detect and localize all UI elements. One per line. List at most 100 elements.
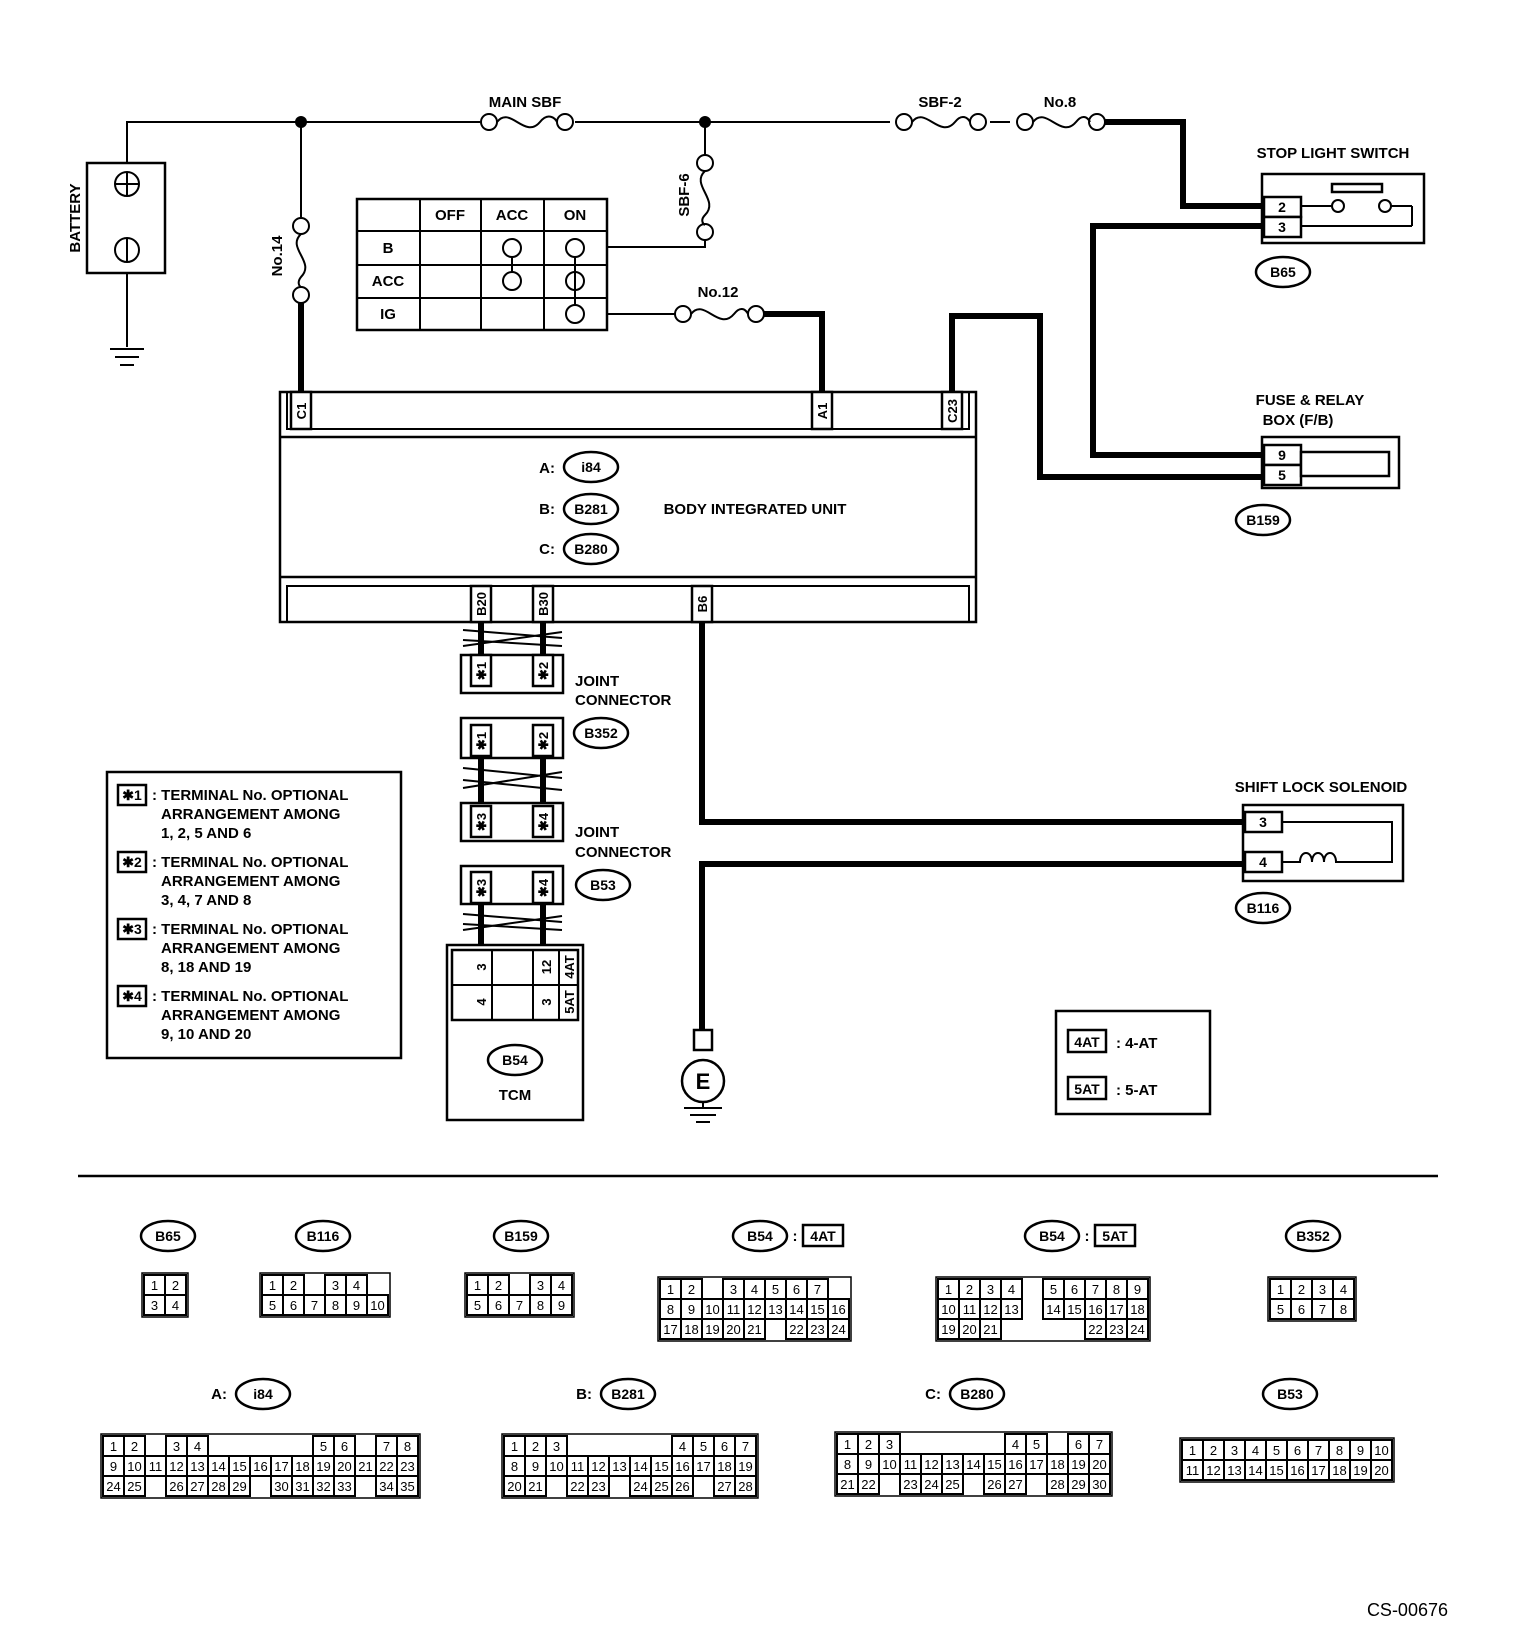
legend-line: : TERMINAL No. OPTIONAL — [152, 787, 348, 804]
pin-number: 27 — [1008, 1477, 1022, 1492]
pin-number: 2 — [172, 1278, 179, 1293]
fuse-relay-title-2: BOX (F/B) — [1263, 412, 1334, 429]
pin-number: 4 — [194, 1439, 201, 1454]
no12-label: No.12 — [698, 284, 739, 301]
pin-number: 19 — [941, 1322, 955, 1337]
pin-b20: B20 — [474, 592, 489, 616]
pin-number: 1 — [667, 1282, 674, 1297]
tcm-tag-5at: 5AT — [562, 990, 577, 1014]
pin-number: 2 — [865, 1437, 872, 1452]
pin-number: 21 — [358, 1459, 372, 1474]
fuse-relay-pin-9: 9 — [1278, 447, 1286, 463]
legend-line: : TERMINAL No. OPTIONAL — [152, 921, 348, 938]
legend-key: ✱1 — [122, 787, 142, 803]
pin-number: 5 — [772, 1282, 779, 1297]
solenoid-pin-3: 3 — [1259, 814, 1267, 830]
pin-number: 8 — [332, 1298, 339, 1313]
connector-view-label: B54 — [1039, 1228, 1065, 1244]
pin-number: 7 — [1092, 1282, 1099, 1297]
body-integrated-unit: C1 A1 C23 B20 B30 B6 A: i84 B: B281 C: B… — [278, 390, 978, 624]
at-legend-key-4at: 4AT — [1074, 1034, 1100, 1050]
ign-row-b: B — [383, 240, 394, 257]
pin-number: 13 — [190, 1459, 204, 1474]
pin-number: 3 — [1319, 1282, 1326, 1297]
connector-view-prefix: C: — [925, 1386, 941, 1403]
legend-line: 1, 2, 5 AND 6 — [161, 825, 251, 842]
wire-stoplight-fb — [1090, 223, 1264, 458]
pin-number: 11 — [727, 1302, 741, 1317]
pin-number: 26 — [169, 1479, 183, 1494]
pin-number: 15 — [654, 1459, 668, 1474]
pin-number: 10 — [705, 1302, 719, 1317]
no14-fuse: No.14 — [269, 122, 310, 392]
pin-number: 1 — [269, 1278, 276, 1293]
b53-pin-4-bot: ✱4 — [536, 878, 551, 897]
pin-number: 20 — [1374, 1463, 1388, 1478]
connector-view-label: B281 — [611, 1386, 645, 1402]
connector-view-label: B159 — [504, 1228, 538, 1244]
pin-number: 14 — [789, 1302, 803, 1317]
pin-number: 4 — [1340, 1282, 1347, 1297]
pin-number: 15 — [1269, 1463, 1283, 1478]
b352-pin-2-bot: ✱2 — [536, 732, 551, 750]
pin-number: 20 — [962, 1322, 976, 1337]
pin-number: 16 — [253, 1459, 267, 1474]
pin-number: 10 — [370, 1298, 384, 1313]
pin-a1: A1 — [815, 403, 830, 420]
pin-number: 13 — [945, 1457, 959, 1472]
pin-number: 19 — [738, 1459, 752, 1474]
pin-number: 6 — [1298, 1302, 1305, 1317]
pin-number: 18 — [1332, 1463, 1346, 1478]
b352-pin-1-bot: ✱1 — [474, 732, 489, 750]
pin-number: 18 — [1050, 1457, 1064, 1472]
pin-number: 8 — [537, 1298, 544, 1313]
pin-number: 6 — [290, 1298, 297, 1313]
pin-number: 3 — [332, 1278, 339, 1293]
pin-number: 4 — [353, 1278, 360, 1293]
pin-number: 9 — [865, 1457, 872, 1472]
pin-number: 15 — [810, 1302, 824, 1317]
pin-b6: B6 — [695, 596, 710, 613]
solenoid-pin-4: 4 — [1259, 854, 1267, 870]
pin-number: 2 — [532, 1439, 539, 1454]
joint2-code: B53 — [590, 877, 616, 893]
pin-number: 3 — [1231, 1443, 1238, 1458]
connector-view-tag: 4AT — [810, 1228, 836, 1244]
pin-number: 10 — [127, 1459, 141, 1474]
pin-number: 12 — [1206, 1463, 1220, 1478]
pin-number: 20 — [507, 1479, 521, 1494]
pin-number: 29 — [1071, 1477, 1085, 1492]
pin-number: 12 — [924, 1457, 938, 1472]
legend-line: : TERMINAL No. OPTIONAL — [152, 988, 348, 1005]
joint2-line2: CONNECTOR — [575, 844, 672, 861]
pin-number: 27 — [717, 1479, 731, 1494]
pin-number: 9 — [110, 1459, 117, 1474]
pin-b30: B30 — [536, 592, 551, 616]
twisted-wires — [462, 622, 563, 944]
tcm-pin-3b: 3 — [539, 998, 554, 1005]
pin-number: 22 — [1088, 1322, 1102, 1337]
no12-fuse: No.12 — [607, 284, 825, 392]
pin-number: 1 — [844, 1437, 851, 1452]
pin-number: 3 — [730, 1282, 737, 1297]
shift-lock-title: SHIFT LOCK SOLENOID — [1235, 779, 1408, 796]
no8-fuse: No.8 — [1016, 94, 1106, 131]
pin-number: 22 — [789, 1322, 803, 1337]
pin-number: 16 — [1088, 1302, 1102, 1317]
pin-number: 9 — [558, 1298, 565, 1313]
tcm-pin-3: 3 — [474, 963, 489, 970]
pin-number: 23 — [400, 1459, 414, 1474]
pin-number: 19 — [1071, 1457, 1085, 1472]
pin-number: 8 — [1340, 1302, 1347, 1317]
main-sbf-label: MAIN SBF — [489, 94, 562, 111]
pin-number: 11 — [963, 1302, 977, 1317]
pin-number: 1 — [511, 1439, 518, 1454]
pin-number: 26 — [675, 1479, 689, 1494]
pin-c1: C1 — [294, 403, 309, 420]
biu-code-b280: B280 — [574, 541, 608, 557]
pin-number: 4 — [751, 1282, 758, 1297]
